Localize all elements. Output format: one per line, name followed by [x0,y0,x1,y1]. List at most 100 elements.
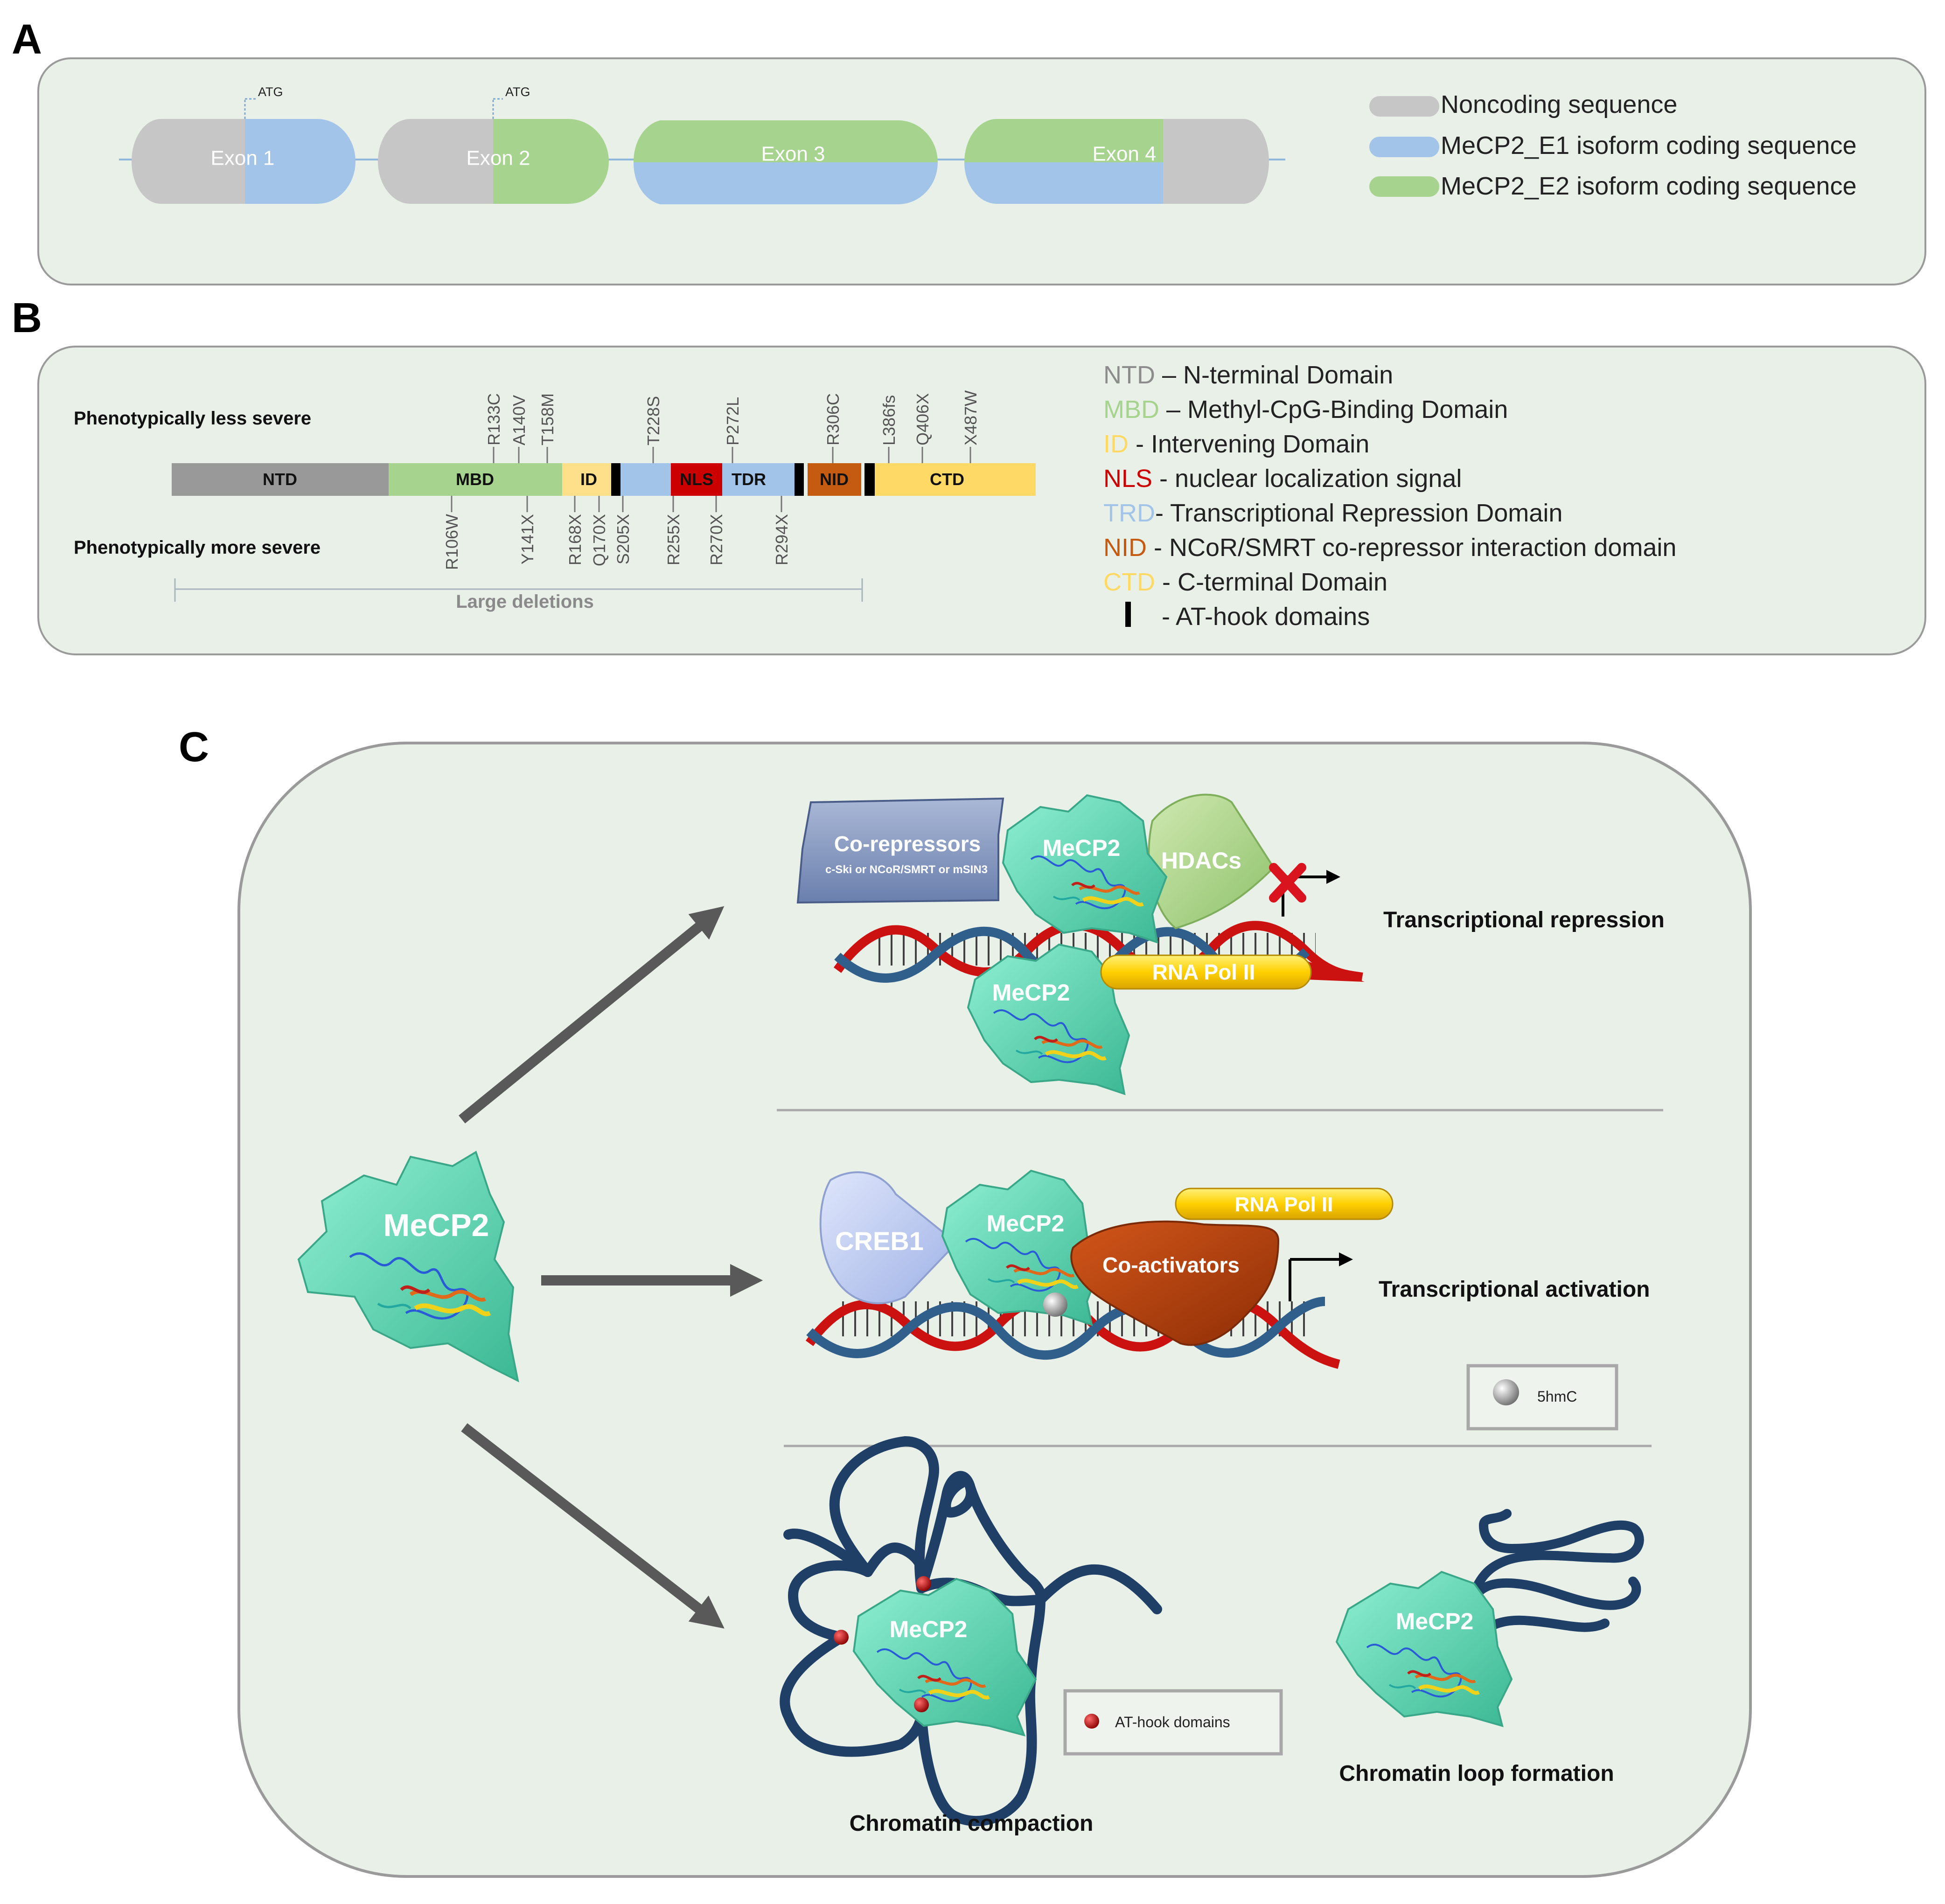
5hmc-legend-sphere [1493,1379,1519,1405]
legend-trd-abbr: TRD [1103,499,1155,527]
panel-a-letter: A [12,16,42,63]
mutation-r306c: R306C [823,393,843,445]
at-hook-1 [611,463,620,496]
compaction-caption: Chromatin compaction [850,1811,1094,1836]
activation-scene: CREB1 MeCP2 Co-activators RNA Pol II Tra… [805,1169,1650,1431]
domain-nls-label: NLS [680,470,713,489]
mutation-r106w: R106W [442,514,461,570]
legend-e1-swatch [1369,137,1439,157]
repression-scene: Co-repressors c-Ski or NCoR/SMRT or mSIN… [796,793,1665,1095]
center-mecp2-label: MeCP2 [383,1208,489,1243]
panel-b-letter: B [12,295,42,341]
compaction-scene: MeCP2 Chromatin compaction AT-hook domai… [780,1436,1283,1836]
loop-mecp2-label: MeCP2 [1396,1608,1474,1634]
domain-ntd-label: NTD [263,470,297,489]
mutation-t228s: T228S [644,396,663,445]
exon-4-label: Exon 4 [1093,143,1157,166]
panel-c-letter: C [179,724,209,771]
large-deletions-label: Large deletions [456,591,594,612]
activation-caption: Transcriptional activation [1379,1277,1650,1302]
mutation-x487w: X487W [961,390,980,445]
mutations-top: R133C A140V T158M T228S P272L R306C L386… [484,390,980,463]
mutation-q406x: Q406X [913,393,932,445]
mutation-r255x: R255X [664,514,683,565]
legend-nls: NLS - nuclear localization signal [1103,465,1462,493]
mutation-r168x: R168X [565,514,585,565]
domain-nid-label: NID [820,470,849,489]
legend-e1-label: MeCP2_E1 isoform coding sequence [1441,132,1857,160]
arrow-to-repression [459,906,725,1124]
activation-mecp2-label: MeCP2 [987,1210,1065,1237]
legend-id-desc: - Intervening Domain [1129,430,1369,458]
exon-3-label: Exon 3 [761,143,825,166]
exon-2-label: Exon 2 [467,147,530,170]
legend-nid-abbr: NID [1103,534,1147,562]
large-deletions: Large deletions [174,578,863,612]
hdacs-label: HDACs [1161,848,1241,874]
creb1-blob [819,1171,958,1304]
repression-rna-pol-pill [1100,954,1312,990]
repression-mecp2-top: MeCP2 [1002,794,1168,944]
legend-e2-label: MeCP2_E2 isoform coding sequence [1441,172,1857,200]
5hmc-legend-label: 5hmC [1537,1388,1577,1405]
exon-2-atg: ATG [505,85,530,99]
corepressors-sublabel: c-Ski or NCoR/SMRT or mSIN3 [825,863,988,876]
compaction-chromatin-fiber [780,1436,1162,1826]
legend-nls-desc: - nuclear localization signal [1152,465,1462,493]
domain-bar: NTD MBD ID NLS TDR NID CTD [172,463,1036,496]
legend-mbd-abbr: MBD [1103,396,1159,424]
legend-noncoding-swatch [1369,96,1439,117]
at-hook-dot-3 [914,1697,929,1712]
at-hook-2 [795,463,804,496]
at-hook-legend-label: AT-hook domains [1115,1714,1230,1730]
corepressors-label: Co-repressors [834,832,981,856]
legend-mbd-desc: – Methyl-CpG-Binding Domain [1159,396,1508,424]
domain-tdr-label: TDR [732,470,766,489]
legend-ctd: CTD - C-terminal Domain [1103,568,1387,596]
activation-rna-pol-label: RNA Pol II [1234,1193,1333,1216]
mutation-r270x: R270X [707,514,726,565]
repression-mecp2-bottom: MeCP2 [967,943,1130,1095]
exon-1-label: Exon 1 [211,147,275,170]
arrow-to-chromatin [461,1423,725,1629]
legend-ctd-abbr: CTD [1103,568,1155,596]
legend-ntd: NTD – N-terminal Domain [1103,361,1393,389]
loop-chromatin-fiber [1465,1509,1644,1642]
mutation-s205x: S205X [613,514,633,564]
legend-id: ID - Intervening Domain [1103,430,1369,458]
loop-scene: MeCP2 Chromatin loop formation [1335,1509,1644,1786]
domain-ctd [875,463,1036,496]
panel-b: B Phenotypically less severe Phenotypica… [12,295,1926,655]
domain-id-label: ID [580,470,597,489]
legend-nid-desc: - NCoR/SMRT co-repressor interaction dom… [1147,534,1676,562]
legend-mbd: MBD – Methyl-CpG-Binding Domain [1103,396,1508,424]
domain-mbd [389,463,562,496]
legend-noncoding-label: Noncoding sequence [1441,90,1677,118]
5hmc-legend: 5hmC [1466,1364,1618,1431]
mutation-y141x: Y141X [518,514,537,564]
domain-mbd-label: MBD [456,470,494,489]
repression-caption: Transcriptional repression [1383,908,1665,932]
legend-e2-swatch [1369,176,1439,197]
activation-mecp2: MeCP2 [941,1169,1102,1326]
mutation-r133c: R133C [484,393,503,445]
legend-nls-abbr: NLS [1103,465,1152,493]
domain-nls [671,463,722,496]
compaction-mecp2-label: MeCP2 [890,1616,968,1642]
panel-a: A ATG Exon 1 ATG Exon 2 Exon 3 [12,16,1926,285]
exon-3: Exon 3 [633,120,938,204]
legend-b: NTD – N-terminal Domain MBD – Methyl-CpG… [1103,361,1676,631]
legend-a: Noncoding sequence MeCP2_E1 isoform codi… [1369,90,1857,200]
legend-ntd-desc: – N-terminal Domain [1155,361,1393,389]
legend-nid: NID - NCoR/SMRT co-repressor interaction… [1103,534,1676,562]
repression-rna-pol-label: RNA Pol II [1152,960,1255,984]
more-severe-label: Phenotypically more severe [74,537,321,558]
coactivators-label: Co-activators [1102,1253,1240,1277]
compaction-mecp2-blob [852,1577,1037,1737]
creb1-label: CREB1 [835,1226,924,1256]
legend-id-abbr: ID [1103,430,1129,458]
at-hook-dot-1 [916,1576,931,1591]
domain-nid [808,463,861,496]
domain-trd-b [722,463,795,496]
